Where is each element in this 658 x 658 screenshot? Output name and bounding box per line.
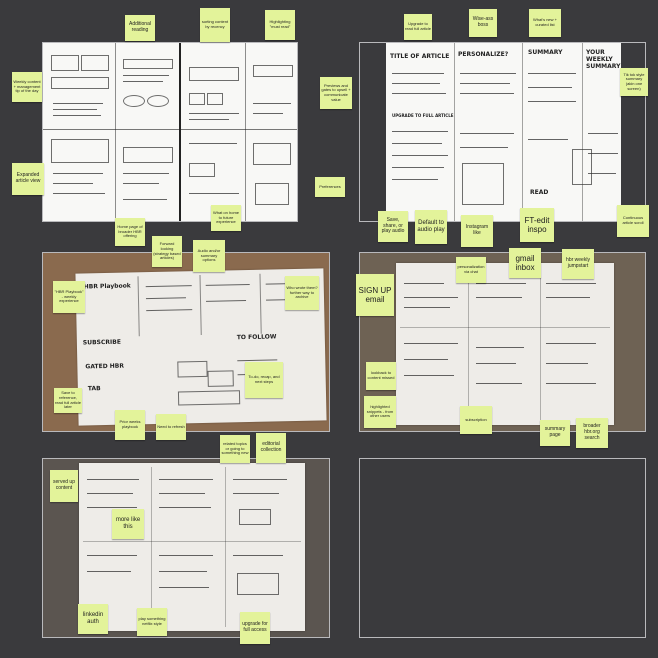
sketch-summary: SUMMARY (528, 49, 563, 56)
sticky-audio-summary[interactable]: Audio and/or summary options (193, 240, 225, 272)
sticky-highlighting-must-read[interactable]: Highlighting "must read" (265, 10, 295, 40)
sticky-served-up[interactable]: served up content (50, 470, 78, 502)
sticky-editorial-collection[interactable]: editorial collection (256, 433, 286, 463)
sketch-read: READ (530, 189, 549, 196)
sticky-hbr-jumpstart[interactable]: hbr weekly jumpstart (562, 249, 594, 279)
sticky-signup-email[interactable]: SIGN UP email (356, 274, 394, 316)
sticky-tiktok-summary[interactable]: Tik tok style summary (akin one screen) (620, 68, 648, 96)
hbr-playbook-photo: HBR Playbook SUBSCRIBE GATED HBR TAB TO … (43, 253, 329, 431)
sticky-play-netflix[interactable]: play something netflix style (137, 608, 167, 636)
sketch-upgrade-full-article: UPGRADE TO FULL ARTICLE (392, 113, 454, 118)
wireframe-sketch-photo (43, 43, 297, 221)
sticky-hbr-playbook[interactable]: "HBR Playbook" - weekly experience (53, 281, 85, 313)
frame-email-sketches[interactable] (359, 252, 646, 432)
sketch-your-weekly-summary: YOUR WEEKLY SUMMARY (586, 49, 621, 70)
frame-hbr-playbook[interactable]: HBR Playbook SUBSCRIBE GATED HBR TAB TO … (42, 252, 330, 432)
sticky-save-share[interactable]: Save, share, or play audio (378, 211, 408, 242)
sketch-title-of-article: TITLE OF ARTICLE (390, 53, 450, 60)
sticky-prior-weeks[interactable]: Prior weeks playbook (115, 410, 145, 440)
sticky-linkedin-auth[interactable]: linkedin auth (78, 604, 108, 634)
sticky-related-topics[interactable]: related topics or going to something new (220, 435, 250, 463)
sticky-need-refresh[interactable]: Need to refresh (156, 414, 186, 440)
sticky-save-reference[interactable]: Save to reference, read full article lat… (54, 388, 82, 413)
sticky-personalization[interactable]: personalization via chat (456, 257, 486, 283)
sticky-default-audio[interactable]: Default to audio play (415, 210, 447, 244)
sketch-hbr-playbook: HBR Playbook (83, 282, 131, 291)
sticky-whats-new[interactable]: What's new + curated list (529, 9, 561, 37)
frame-empty[interactable] (359, 458, 646, 638)
sticky-sorting-content[interactable]: sorting content by recency (200, 8, 230, 42)
sticky-summary-page[interactable]: summary page (540, 420, 570, 446)
sticky-previews-gates[interactable]: Previews and gates to upsell + communica… (320, 77, 352, 109)
sticky-expanded-article[interactable]: Expanded article view (12, 163, 44, 195)
sticky-additional-reading[interactable]: Additional reading (125, 15, 155, 41)
sketch-personalize: PERSONALIZE? (458, 51, 509, 58)
sticky-subscription[interactable]: subscription (460, 406, 492, 434)
sticky-forward-looking[interactable]: Forward looking (strategy based articles… (152, 236, 182, 267)
frame-wireframes[interactable] (42, 42, 298, 222)
sticky-instagram-like[interactable]: Instagram like (461, 215, 493, 247)
sticky-home-page-broader[interactable]: Home page of broader HBR offering (115, 218, 145, 246)
sketch-gated-hbr: GATED HBR (85, 362, 125, 371)
sticky-weekly-content[interactable]: Weekly content + management tip of the d… (12, 72, 42, 102)
email-sketch-photo (360, 253, 645, 431)
sticky-more-like-this[interactable]: more like this (112, 509, 144, 539)
sticky-lookback[interactable]: lookback to content missed (366, 362, 396, 390)
frame-article-sketches[interactable]: TITLE OF ARTICLE PERSONALIZE? SUMMARY YO… (359, 42, 646, 222)
article-sketch-photo: TITLE OF ARTICLE PERSONALIZE? SUMMARY YO… (386, 43, 621, 221)
sticky-wise-ass-boss[interactable]: Wise-ass boss (469, 9, 497, 37)
sticky-highlighted-snippets[interactable]: highlighted snippets - from other users (364, 396, 396, 428)
sticky-continuous-scroll[interactable]: Continuous article scroll (617, 205, 649, 237)
sticky-broader-search[interactable]: broader hbr.org search (576, 418, 608, 448)
sketch-to-follow: TO FOLLOW (236, 333, 277, 342)
sticky-gmail-inbox[interactable]: gmail inbox (509, 248, 541, 278)
sticky-preferences[interactable]: Preferences (315, 177, 345, 197)
sticky-ft-edit[interactable]: FT-edit inspo (520, 208, 554, 242)
sticky-upgrade-access[interactable]: upgrade for full access (240, 612, 270, 644)
sketch-subscribe: SUBSCRIBE (82, 338, 121, 347)
sticky-what-on-home[interactable]: What on home to future experience (211, 205, 241, 231)
sketch-tab: TAB (87, 385, 101, 393)
sticky-who-wrote[interactable]: Who wrote them? further way to archive (285, 276, 319, 310)
sticky-todo-recap[interactable]: To-do, recap, and next steps (245, 362, 283, 398)
sticky-upgrade-read[interactable]: Upgrade to read full article (404, 14, 432, 40)
